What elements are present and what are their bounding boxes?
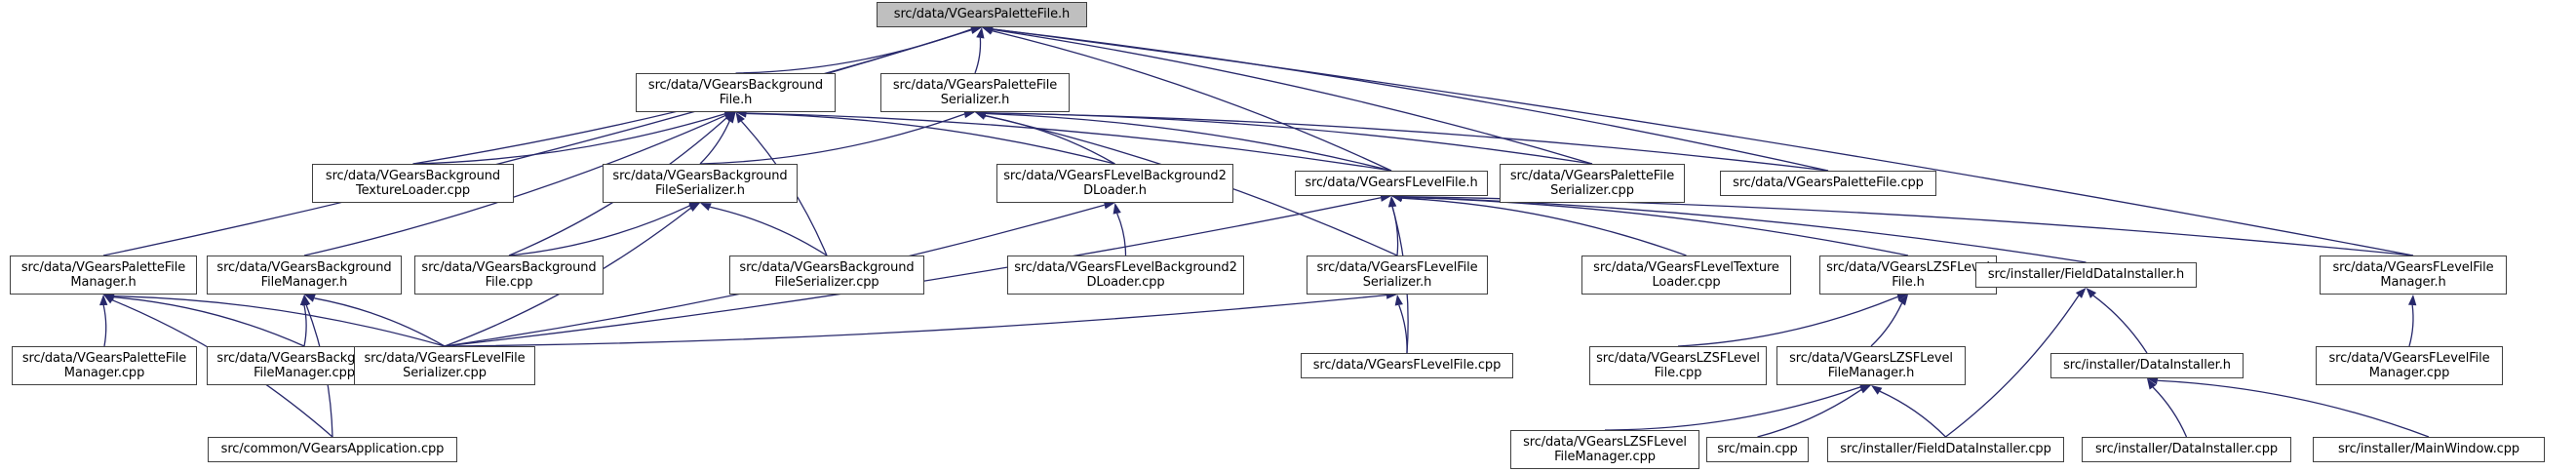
graph-node[interactable]: src/data/VGearsPaletteFile Manager.h (10, 256, 197, 295)
graph-node[interactable]: src/data/VGearsBackground File.cpp (414, 256, 604, 295)
graph-node[interactable]: src/data/VGearsLZSFLevel File.h (1819, 256, 1997, 295)
graph-edge (508, 205, 690, 256)
graph-edge (710, 206, 828, 256)
graph-edge (985, 112, 1392, 172)
graph-edge-arrowhead (700, 203, 712, 212)
graph-edge-arrowhead (1387, 196, 1397, 208)
graph-edge (102, 304, 107, 347)
graph-edge-arrowhead (1394, 295, 1403, 306)
graph-edge-arrowhead (1896, 293, 1908, 301)
graph-node[interactable]: src/data/VGearsBackground TextureLoader.… (312, 164, 514, 203)
graph-node[interactable]: src/data/VGearsPaletteFile Serializer.cp… (1500, 164, 1685, 203)
graph-edge (699, 113, 965, 165)
graph-edge (303, 304, 307, 347)
graph-node[interactable]: src/installer/MainWindow.cpp (2313, 437, 2545, 462)
graph-edge (102, 29, 972, 256)
graph-edge-arrowhead (2147, 378, 2157, 390)
graph-edge-arrowhead (976, 27, 985, 39)
graph-node[interactable]: src/installer/FieldDataInstaller.h (1975, 262, 2197, 288)
graph-edge-arrowhead (103, 295, 115, 304)
graph-edge-arrowhead (2147, 376, 2159, 385)
graph-edge-arrowhead (1898, 295, 1908, 306)
graph-edge (985, 112, 1829, 172)
graph-edge (1398, 304, 1408, 354)
graph-node[interactable]: src/data/VGearsFLevelBackground2 DLoader… (996, 164, 1233, 203)
graph-edge (1604, 386, 1861, 431)
graph-node[interactable]: src/data/VGearsFLevelFile.h (1295, 171, 1488, 196)
graph-edge-arrowhead (735, 112, 745, 124)
graph-edge-arrowhead (1871, 385, 1883, 395)
graph-edge (699, 120, 730, 165)
graph-edge (992, 28, 2414, 256)
graph-edge-arrowhead (1859, 385, 1871, 394)
graph-edge (1391, 206, 1399, 256)
graph-node[interactable]: src/data/VGearsLZSFLevel FileManager.cpp (1510, 430, 1699, 469)
graph-edge (974, 37, 982, 74)
graph-edge (1401, 197, 1687, 256)
graph-edge-arrowhead (1103, 201, 1115, 210)
graph-edge (2157, 379, 2430, 438)
graph-edge-arrowhead (688, 203, 700, 213)
graph-node[interactable]: src/data/VGearsBackground FileManager.h (207, 256, 402, 295)
graph-edge (113, 296, 305, 347)
graph-node[interactable]: src/data/VGearsBackground File.h (636, 73, 836, 112)
graph-edge (746, 112, 1115, 165)
graph-node[interactable]: src/installer/DataInstaller.cpp (2082, 437, 2291, 462)
graph-edge-arrowhead (2407, 295, 2417, 306)
graph-edge (1401, 196, 1909, 256)
graph-node[interactable]: src/installer/DataInstaller.h (2050, 353, 2244, 378)
graph-edge (746, 112, 1392, 172)
graph-edge (412, 113, 725, 165)
graph-node[interactable]: src/common/VGearsApplication.cpp (208, 437, 457, 462)
graph-node[interactable]: src/main.cpp (1706, 437, 1809, 462)
graph-edge (992, 28, 1829, 172)
graph-edge (1116, 213, 1127, 256)
graph-node[interactable]: src/data/VGearsPaletteFile.h (877, 2, 1087, 27)
graph-edge (1870, 302, 1903, 347)
graph-edge (303, 114, 726, 256)
graph-node[interactable]: src/data/VGearsFLevelFile Manager.cpp (2316, 346, 2503, 385)
graph-node[interactable]: src/data/VGearsFLevelFile Serializer.cpp (354, 346, 535, 385)
graph-edge (1677, 295, 1898, 347)
graph-edge (2408, 304, 2414, 347)
graph-node[interactable]: src/data/VGearsFLevelFile Manager.h (2320, 256, 2507, 295)
graph-node[interactable]: src/data/VGearsFLevelTexture Loader.cpp (1581, 256, 1791, 295)
graph-edge-arrowhead (302, 295, 311, 306)
graph-edge-arrowhead (975, 111, 987, 120)
graph-node[interactable]: src/data/VGearsFLevelFile.cpp (1301, 353, 1513, 378)
graph-edge (113, 295, 446, 347)
graph-node[interactable]: src/data/VGearsBackground FileSerializer… (729, 256, 924, 295)
graph-edge (2152, 386, 2188, 438)
graph-node[interactable]: src/data/VGearsBackground FileSerializer… (603, 164, 798, 203)
graph-edge (992, 30, 1392, 172)
graph-node[interactable]: src/installer/FieldDataInstaller.cpp (1827, 437, 2064, 462)
graph-node[interactable]: src/data/VGearsFLevelBackground2 DLoader… (1007, 256, 1244, 295)
graph-edge (314, 297, 446, 347)
graph-node[interactable]: src/data/VGearsLZSFLevel File.cpp (1589, 346, 1767, 385)
graph-edge-arrowhead (723, 112, 736, 122)
graph-edge (1945, 295, 2080, 438)
graph-edge (1757, 389, 1862, 438)
graph-edge (1879, 390, 1946, 438)
graph-node[interactable]: src/data/VGearsPaletteFile Serializer.h (880, 73, 1070, 112)
graph-node[interactable]: src/data/VGearsFLevelFile Serializer.h (1307, 256, 1488, 295)
graph-node[interactable]: src/data/VGearsPaletteFile Manager.cpp (12, 346, 197, 385)
graph-edge-arrowhead (1112, 203, 1121, 215)
graph-edge (992, 28, 1593, 165)
graph-edge-arrowhead (970, 25, 982, 34)
graph-edge-arrowhead (2086, 288, 2097, 298)
graph-edge-arrowhead (2075, 288, 2087, 298)
graph-edge (2092, 295, 2148, 354)
graph-edge-arrowhead (304, 294, 316, 302)
graph-node[interactable]: src/data/VGearsLZSFLevel FileManager.h (1776, 346, 1966, 385)
graph-edge-arrowhead (99, 295, 108, 306)
graph-edge (444, 294, 1387, 347)
graph-node[interactable]: src/data/VGearsPaletteFile.cpp (1720, 171, 1936, 196)
